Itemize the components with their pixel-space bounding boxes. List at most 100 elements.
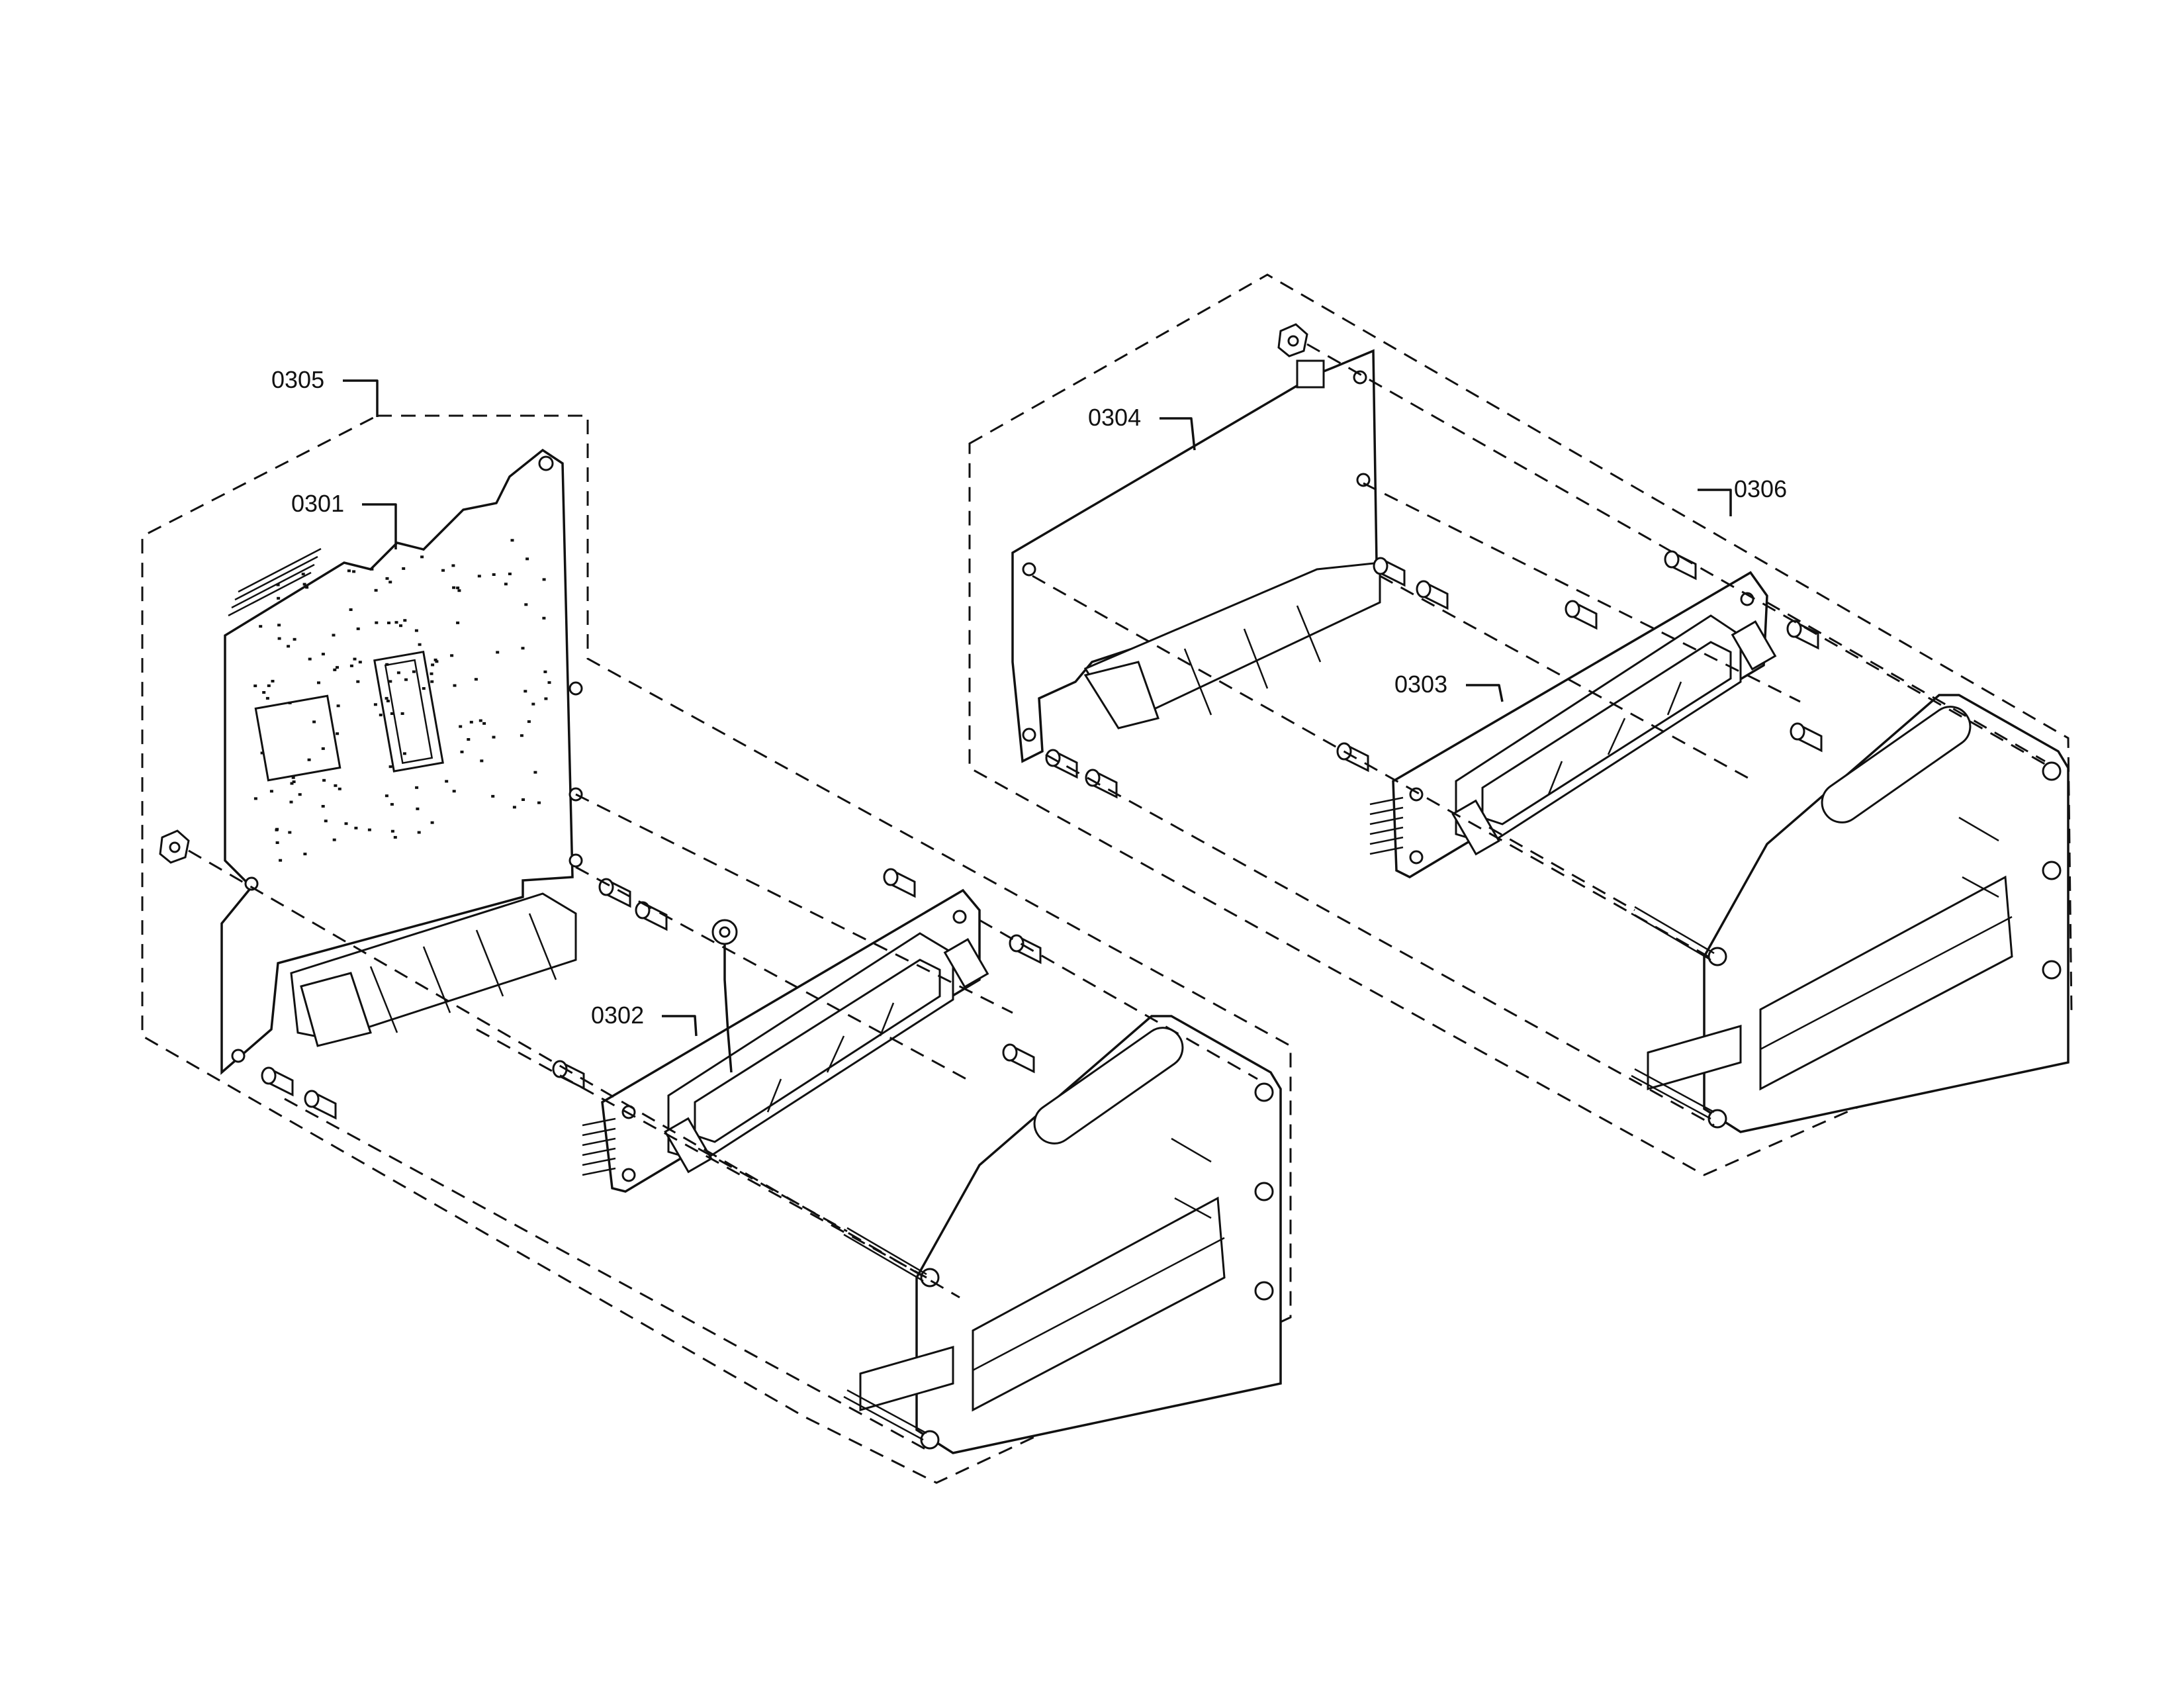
smd-component bbox=[450, 654, 454, 657]
smd-component bbox=[333, 668, 337, 671]
callout-leaders bbox=[343, 379, 1732, 1037]
smd-component bbox=[533, 771, 537, 774]
smd-component bbox=[390, 803, 394, 806]
smd-component bbox=[512, 806, 516, 809]
smd-component bbox=[386, 700, 390, 702]
smd-component bbox=[288, 831, 292, 834]
smd-component bbox=[418, 643, 422, 646]
nut-left bbox=[159, 829, 190, 864]
smd-component bbox=[292, 780, 296, 783]
smd-component bbox=[279, 859, 283, 862]
standoff-spacer bbox=[1373, 557, 1406, 587]
smd-component bbox=[478, 719, 482, 722]
chassis-bracket-left bbox=[859, 1015, 1282, 1454]
smd-component bbox=[452, 790, 456, 793]
standoff-spacer bbox=[1790, 722, 1823, 753]
smd-component bbox=[379, 714, 383, 717]
smd-component bbox=[275, 841, 279, 844]
smd-component bbox=[267, 684, 271, 687]
standoff-spacer bbox=[1085, 769, 1118, 799]
smd-component bbox=[356, 627, 360, 630]
smd-component bbox=[373, 703, 377, 706]
smd-component bbox=[402, 567, 406, 570]
smd-component bbox=[353, 657, 357, 661]
smd-component bbox=[522, 798, 525, 801]
smd-component bbox=[385, 696, 388, 700]
smd-component bbox=[412, 670, 416, 673]
smd-component bbox=[321, 747, 325, 750]
smd-component bbox=[352, 570, 356, 573]
display-board-0302 bbox=[582, 888, 989, 1193]
smd-component bbox=[399, 624, 402, 628]
smd-component bbox=[435, 660, 439, 663]
smd-component bbox=[415, 786, 419, 789]
smd-component bbox=[277, 637, 281, 640]
smd-component bbox=[308, 657, 312, 661]
smd-component bbox=[336, 732, 340, 735]
smd-component bbox=[527, 720, 531, 724]
smd-component bbox=[301, 573, 305, 576]
standoff-spacer bbox=[261, 1066, 294, 1097]
smd-component bbox=[375, 621, 379, 624]
callout-0302: 0302 bbox=[591, 1002, 645, 1029]
callout-0305: 0305 bbox=[271, 366, 325, 393]
explode-lines-left bbox=[188, 793, 1258, 1451]
smd-component bbox=[404, 678, 408, 681]
smd-component bbox=[262, 691, 266, 694]
smd-component bbox=[332, 633, 336, 637]
smd-component bbox=[394, 621, 398, 624]
smd-component bbox=[453, 684, 457, 687]
standoff-spacer bbox=[1565, 600, 1598, 630]
smd-component bbox=[525, 557, 529, 561]
smd-component bbox=[298, 793, 302, 796]
ring-terminal bbox=[711, 919, 738, 1073]
smd-component bbox=[460, 750, 464, 753]
smd-component bbox=[457, 589, 461, 592]
smd-component bbox=[430, 821, 434, 824]
standoff-spacer bbox=[1009, 934, 1042, 964]
smd-component bbox=[508, 573, 512, 575]
smd-component bbox=[504, 583, 508, 586]
smd-component bbox=[356, 680, 360, 683]
smd-component bbox=[290, 782, 294, 785]
smd-component bbox=[265, 696, 269, 700]
smd-component bbox=[531, 702, 535, 706]
smd-component bbox=[317, 681, 320, 684]
smd-component bbox=[441, 569, 445, 572]
smd-component bbox=[374, 588, 378, 592]
smd-component bbox=[496, 651, 500, 654]
smd-component bbox=[276, 583, 280, 586]
explode-lines-right bbox=[1032, 343, 2052, 1127]
smd-component bbox=[520, 734, 523, 737]
smd-component bbox=[349, 608, 353, 611]
standoff-spacer bbox=[598, 878, 631, 908]
smd-component bbox=[324, 820, 328, 823]
smd-component bbox=[277, 624, 281, 627]
board-components bbox=[253, 539, 551, 862]
smd-component bbox=[523, 690, 527, 693]
smd-component bbox=[385, 577, 389, 580]
callout-0301: 0301 bbox=[291, 490, 345, 517]
smd-component bbox=[293, 637, 296, 641]
smd-component bbox=[289, 800, 293, 804]
smd-component bbox=[492, 573, 496, 576]
smd-component bbox=[469, 720, 473, 724]
standoff-spacer bbox=[883, 868, 916, 898]
smd-component bbox=[491, 794, 495, 798]
smd-component bbox=[414, 629, 418, 632]
smd-component bbox=[492, 735, 496, 739]
standoff-spacer bbox=[552, 1060, 585, 1090]
smd-component bbox=[433, 658, 437, 661]
smd-component bbox=[451, 564, 455, 567]
smd-component bbox=[344, 822, 348, 825]
smd-component bbox=[387, 622, 390, 624]
smd-component bbox=[388, 680, 392, 683]
smd-component bbox=[467, 738, 471, 741]
smd-component bbox=[332, 838, 336, 841]
standoff-spacer bbox=[1002, 1043, 1035, 1074]
main-board-0301 bbox=[220, 448, 583, 1075]
smd-component bbox=[370, 567, 374, 571]
smd-component bbox=[253, 684, 257, 688]
